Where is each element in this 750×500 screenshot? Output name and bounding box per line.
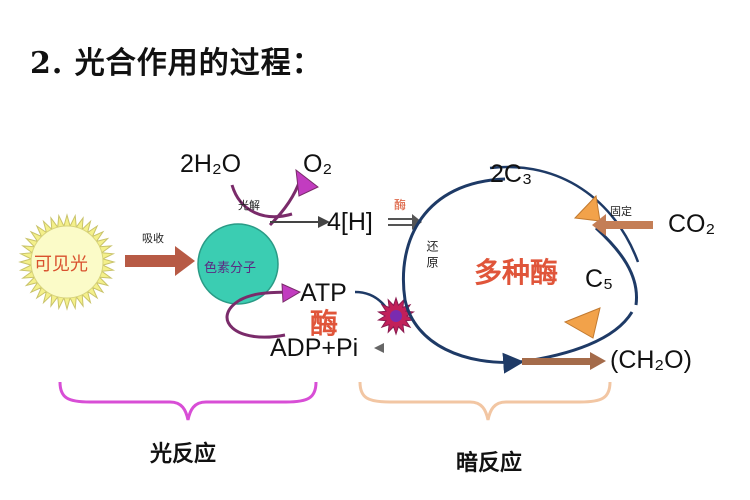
c5-label: C₅ [585,265,614,293]
co2-arrow [592,214,653,236]
fixation-arrowhead [573,194,601,222]
dark-reaction-brace [358,381,612,421]
enzymes-label: 多种酶 [474,256,559,289]
sun-label: 可见光 [34,254,88,275]
o2-arrowhead [295,168,319,197]
to-h-arrow [270,216,330,228]
light-reaction-label: 光反应 [150,441,217,467]
h-label: 4[H] [327,208,373,236]
h-enzyme-label: 酶 [394,198,407,212]
enzyme-label: 酶 [310,307,339,340]
photolysis-label: 光解 [238,199,260,212]
calvin-cycle-arc [401,177,525,374]
light-reaction-brace [58,381,318,421]
absorb-label: 吸收 [142,232,164,245]
atp-label: ATP [300,279,347,307]
regeneration-arrowhead [563,307,601,339]
atp-cycle-arrow [225,290,286,339]
sun-icon [18,213,116,311]
h2o-label: 2H₂O [180,150,242,178]
h-to-cycle-arrow [388,214,422,230]
o2-label: O₂ [303,150,333,178]
adp-label: ADP+Pi [270,334,359,362]
pigment-label: 色素分子 [204,261,257,276]
co2-label: CO₂ [668,210,716,238]
reduction-label: 还原 [425,240,439,272]
product-arrow [522,352,606,370]
c3-label: 2C₃ [490,160,533,188]
product-label: (CH₂O) [610,346,692,374]
photolysis-arrow [230,184,293,219]
page-title: 2. 光合作用的过程： [30,46,323,81]
dark-reaction-label: 暗反应 [456,450,523,476]
absorb-arrow [125,246,195,276]
fixation-label: 固定 [610,205,632,218]
pigment-circle [197,223,279,305]
